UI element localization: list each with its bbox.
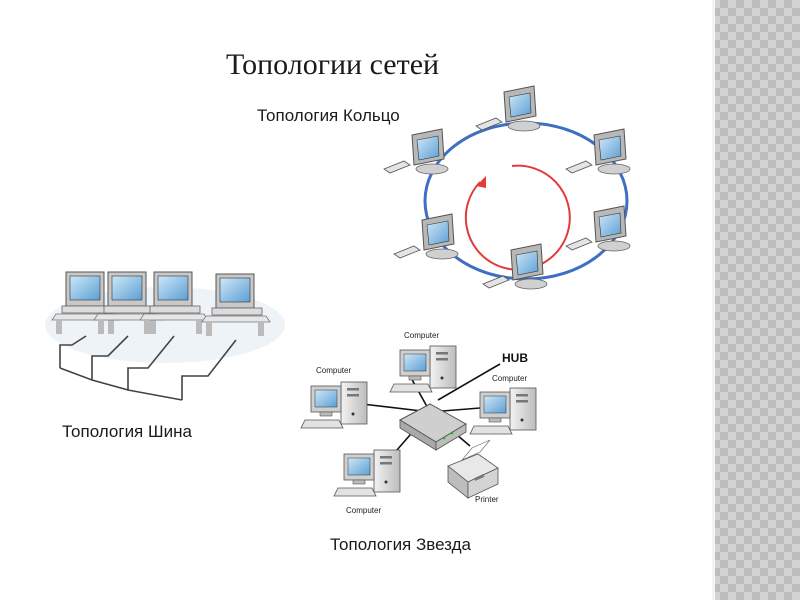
computer-label-right: Computer (492, 374, 527, 383)
topology-illustrations: HUB Computer Computer Computer Computer … (45, 85, 631, 515)
ring-computer-6 (383, 128, 449, 175)
bus-cable (59, 335, 237, 401)
hub-label: HUB (502, 351, 528, 365)
star-computer-bottom (333, 449, 401, 497)
ring-computer-2 (565, 128, 631, 175)
decorative-side-band (712, 0, 800, 600)
printer-label: Printer (475, 495, 499, 504)
star-topology-label: Топология Звезда (330, 535, 471, 554)
printer-icon (447, 439, 499, 499)
bus-topology-label: Топология Шина (62, 422, 192, 441)
ring-topology-diagram (383, 85, 631, 290)
slide-title: Топологии сетей (226, 48, 440, 81)
star-computer-left (300, 381, 368, 429)
bus-topology-diagram (45, 271, 285, 401)
hub-device (398, 403, 467, 451)
ring-computer-4 (482, 243, 548, 290)
ring-topology-label: Топология Кольцо (257, 106, 400, 125)
ring-computer-5 (393, 213, 459, 260)
computer-label-top: Computer (404, 331, 439, 340)
star-computer-top (389, 345, 457, 393)
computer-label-left: Computer (316, 366, 351, 375)
computer-label-bottom: Computer (346, 506, 381, 515)
star-computer-right (469, 387, 537, 435)
ring-computer-3 (565, 205, 631, 252)
star-topology-diagram: HUB Computer Computer Computer Computer … (300, 331, 537, 515)
